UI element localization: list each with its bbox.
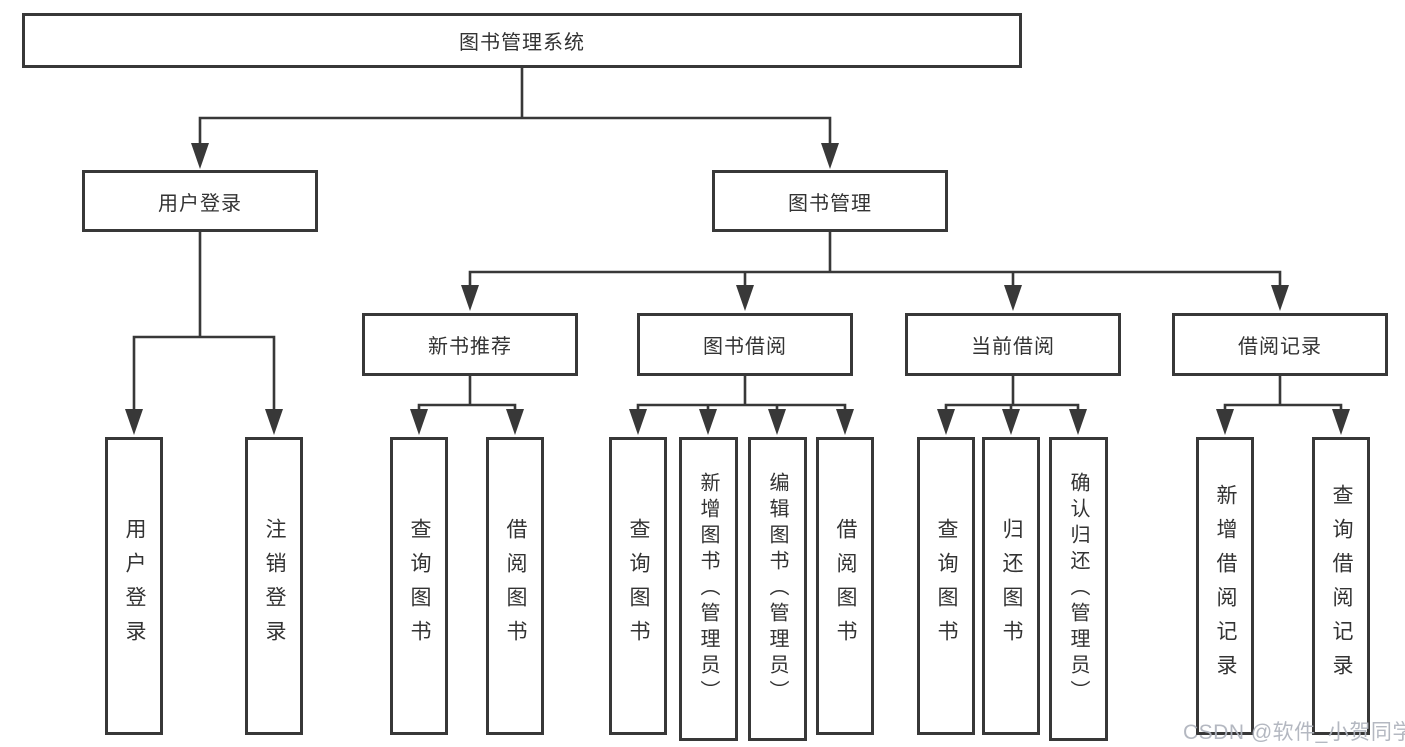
arrowhead: [937, 409, 955, 435]
arrowhead: [1271, 285, 1289, 311]
node-current-borrow: 当前借阅: [905, 313, 1121, 376]
arrowhead: [506, 409, 524, 435]
arrowhead: [1004, 285, 1022, 311]
arrowhead: [629, 409, 647, 435]
leaf-return-books: 归还图书: [982, 437, 1040, 735]
arrowhead: [125, 409, 143, 435]
arrowhead: [699, 409, 717, 435]
arrowhead: [410, 409, 428, 435]
leaf-user-login: 用户登录: [105, 437, 163, 735]
connector-user-login-branch: [132, 230, 276, 412]
node-user-login: 用户登录: [82, 170, 318, 232]
arrowhead: [461, 285, 479, 311]
node-new-book-recommend: 新书推荐: [362, 313, 578, 376]
leaf-confirm-return-admin: 确认归还（管理员）: [1049, 437, 1108, 741]
arrowhead: [836, 409, 854, 435]
leaf-query-books-borrow: 查询图书: [609, 437, 667, 735]
arrowhead: [1002, 409, 1020, 435]
arrowhead: [1332, 409, 1350, 435]
arrowhead: [821, 143, 839, 169]
leaf-edit-books-admin: 编辑图书（管理员）: [748, 437, 807, 741]
leaf-add-borrow-record: 新增借阅记录: [1196, 437, 1254, 735]
connector-borrow-records-branch: [1223, 374, 1343, 412]
arrowhead: [1216, 409, 1234, 435]
node-book-management: 图书管理: [712, 170, 948, 232]
arrowhead: [191, 143, 209, 169]
leaf-add-books-admin: 新增图书（管理员）: [679, 437, 738, 741]
leaf-query-borrow-record: 查询借阅记录: [1312, 437, 1370, 735]
node-borrow-records: 借阅记录: [1172, 313, 1388, 376]
connector-book-borrow-branch: [636, 374, 847, 412]
leaf-query-books-recommend: 查询图书: [390, 437, 448, 735]
arrowhead: [1069, 409, 1087, 435]
csdn-watermark: CSDN @软件_小贺同学: [1183, 721, 1405, 744]
arrowheads: [125, 143, 1350, 435]
leaf-logout: 注销登录: [245, 437, 303, 735]
connector-current-borrow-branch: [944, 374, 1080, 412]
node-book-borrow: 图书借阅: [637, 313, 853, 376]
leaf-query-books-current: 查询图书: [917, 437, 975, 735]
connector-root-to-level2: [198, 66, 832, 145]
arrowhead: [768, 409, 786, 435]
node-root-library-system: 图书管理系统: [22, 13, 1022, 68]
arrowhead: [265, 409, 283, 435]
leaf-borrow-books-recommend: 借阅图书: [486, 437, 544, 735]
leaf-borrow-books: 借阅图书: [816, 437, 874, 735]
connector-new-book-branch: [417, 374, 517, 412]
connector-book-management-to-level3: [468, 230, 1282, 287]
arrowhead: [736, 285, 754, 311]
